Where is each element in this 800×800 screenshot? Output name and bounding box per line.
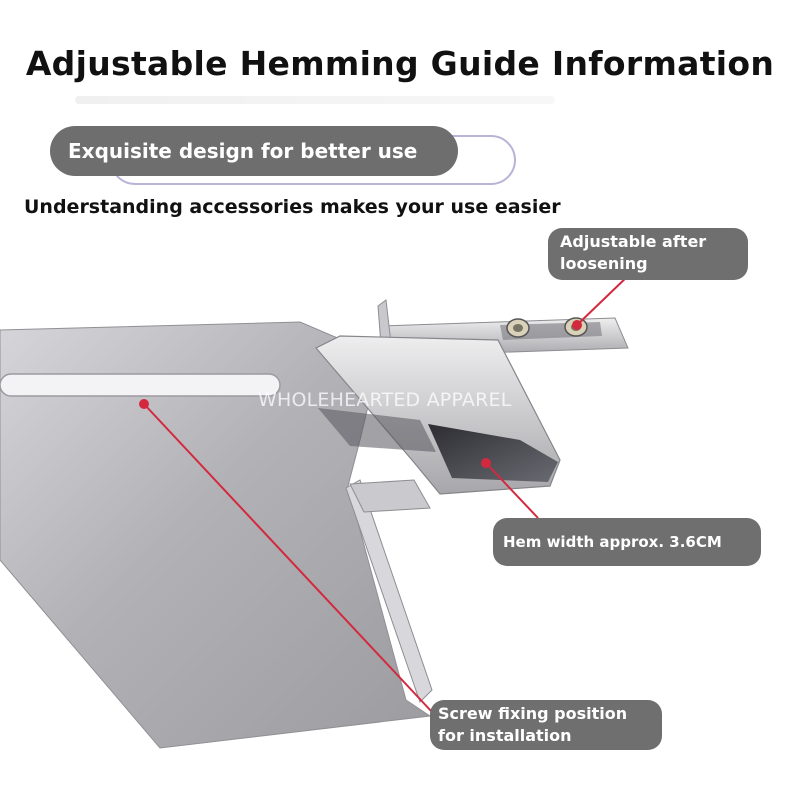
- leader-adjustable: [576, 273, 631, 326]
- marker-adjustable: [572, 320, 582, 330]
- callout-screw-line2: for installation: [438, 726, 572, 745]
- leader-screw: [143, 403, 433, 713]
- page-title: Adjustable Hemming Guide Information: [25, 44, 775, 83]
- marker-hem: [481, 458, 491, 468]
- callout-adjustable-line2: loosening: [560, 254, 648, 273]
- adjust-screw-1: [506, 318, 530, 338]
- watermark: WHOLEHEARTED APPAREL: [258, 389, 512, 411]
- faint-decor-line: [75, 96, 555, 104]
- feature-badge: Exquisite design for better use: [50, 126, 458, 176]
- callout-screw-position: Screw fixing position for installation: [430, 700, 662, 750]
- folder-opening: [428, 424, 558, 482]
- callout-screw-line1: Screw fixing position: [438, 704, 628, 723]
- leader-hem-path: [485, 462, 539, 519]
- callout-adjustable-line1: Adjustable after: [560, 232, 707, 251]
- callout-adjustable: Adjustable after loosening: [548, 228, 748, 280]
- marker-screw: [139, 399, 149, 409]
- subtitle: Understanding accessories makes your use…: [24, 196, 561, 218]
- plate-slot: [0, 373, 281, 397]
- callout-hem-width: Hem width approx. 3.6CM: [493, 518, 761, 566]
